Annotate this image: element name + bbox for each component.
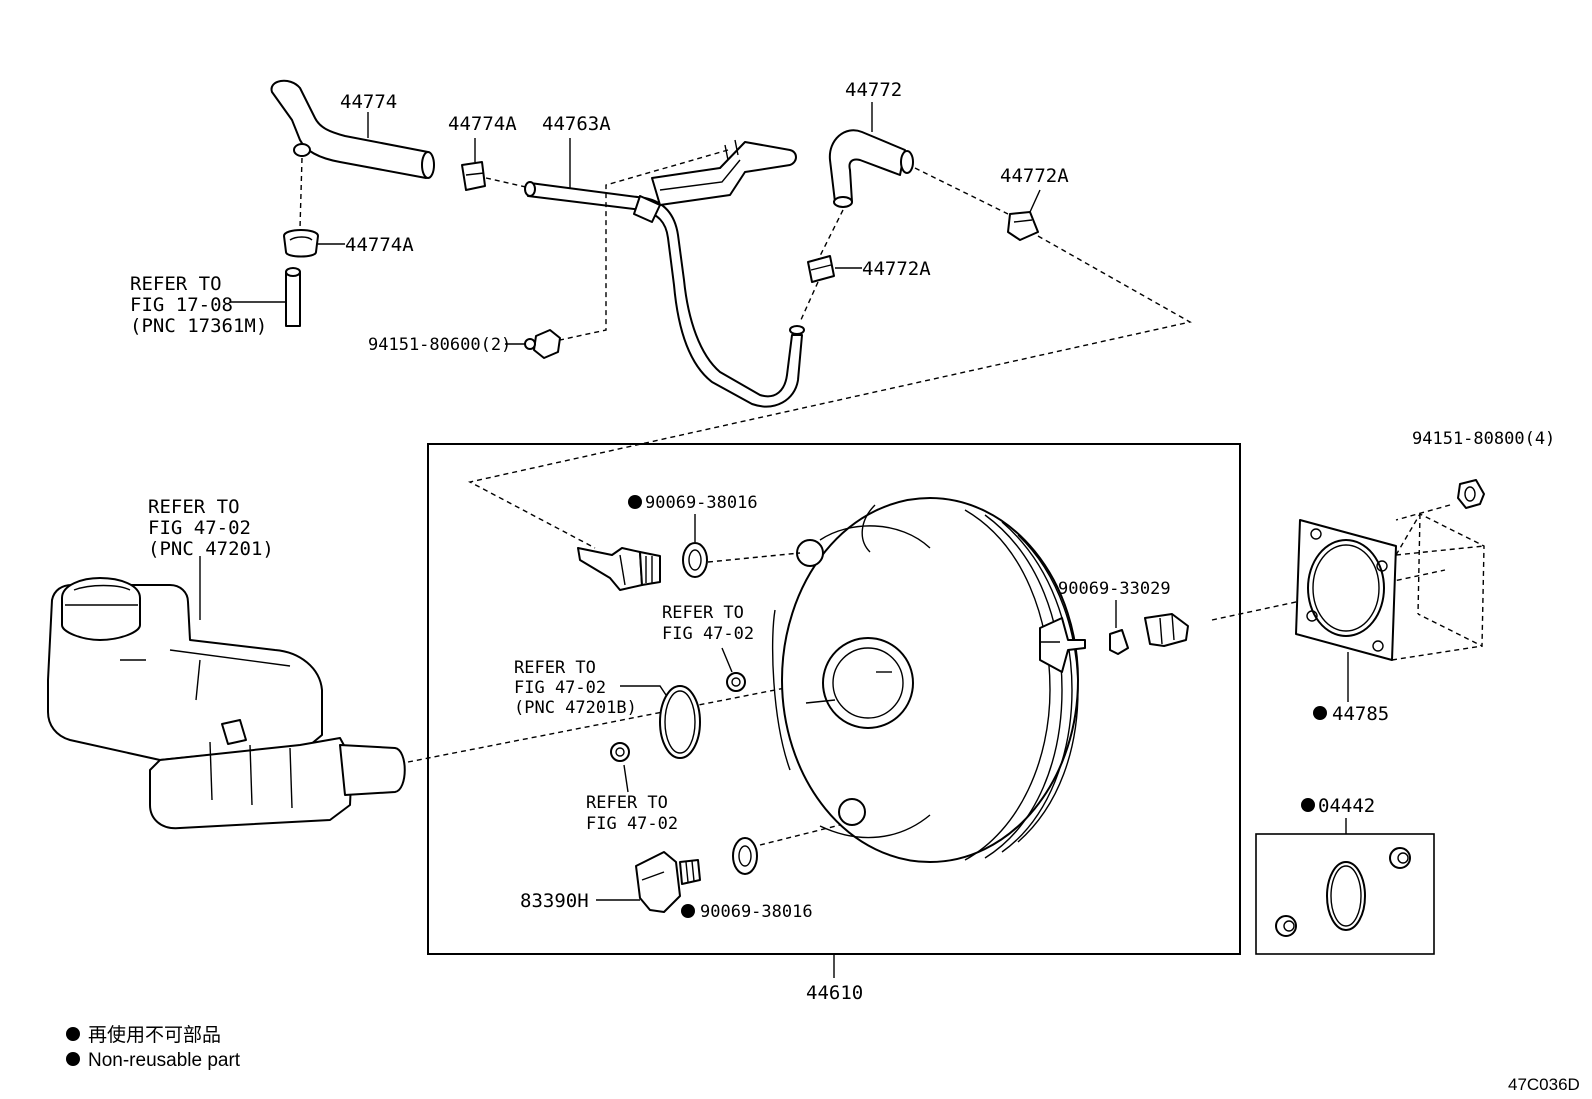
label-83390h: 83390H bbox=[520, 890, 589, 912]
svg-text:REFER TO: REFER TO bbox=[662, 603, 744, 623]
svg-text:REFER TO: REFER TO bbox=[130, 273, 222, 295]
svg-text:FIG 17-08: FIG 17-08 bbox=[130, 294, 233, 316]
grommet-90069-38016-bottom[interactable] bbox=[732, 837, 758, 875]
svg-text:FIG 47-02: FIG 47-02 bbox=[148, 517, 251, 539]
svg-text:(PNC 17361M): (PNC 17361M) bbox=[130, 315, 267, 337]
label-44772: 44772 bbox=[845, 79, 902, 101]
grommet-90069-38016-top[interactable] bbox=[682, 542, 708, 578]
legend-en: Non-reusable part bbox=[88, 1050, 241, 1071]
legend-jp: 再使用不可部品 bbox=[88, 1024, 221, 1046]
clevis-connector[interactable] bbox=[1144, 613, 1189, 647]
non-reusable-dot-44785 bbox=[1313, 706, 1327, 720]
master-cylinder bbox=[47, 577, 406, 830]
label-44774a-side: 44774A bbox=[345, 234, 414, 256]
clamp-44774a-side[interactable] bbox=[283, 229, 319, 258]
svg-text:REFER TO: REFER TO bbox=[148, 496, 240, 518]
label-94151-80600: 94151-80600(2) bbox=[368, 335, 511, 355]
tube-44763a[interactable] bbox=[524, 139, 805, 408]
label-44774: 44774 bbox=[340, 91, 397, 113]
refer-fig-17-08: REFER TO FIG 17-08 (PNC 17361M) bbox=[130, 273, 267, 337]
label-94151-80800: 94151-80800(4) bbox=[1412, 429, 1555, 449]
nut-94151-80800[interactable] bbox=[1457, 479, 1485, 509]
label-44772a-right: 44772A bbox=[1000, 165, 1069, 187]
seal-90069-33029[interactable] bbox=[1109, 629, 1129, 655]
label-90069-38016-top: 90069-38016 bbox=[645, 493, 758, 513]
label-90069-33029[interactable]: 90069-33029 bbox=[1058, 579, 1171, 599]
non-reusable-dot-04442 bbox=[1301, 798, 1315, 812]
refer-fig-47-02-b: REFER TO FIG 47-02 bbox=[586, 793, 678, 834]
svg-text:(PNC 47201): (PNC 47201) bbox=[148, 538, 274, 560]
legend: 再使用不可部品 Non-reusable part bbox=[66, 1024, 241, 1071]
vacuum-sensor-83390h[interactable] bbox=[635, 851, 701, 913]
non-reusable-dot-top bbox=[628, 495, 642, 509]
refer-fig-47-02-a: REFER TO FIG 47-02 bbox=[662, 603, 754, 644]
diagram-code: 47C036D bbox=[1508, 1075, 1580, 1094]
label-04442: 04442 bbox=[1318, 795, 1375, 817]
refer-fig-47-02-pnc-47201: REFER TO FIG 47-02 (PNC 47201) bbox=[148, 496, 274, 560]
stud-47-02-a bbox=[726, 672, 746, 692]
label-44785: 44785 bbox=[1332, 703, 1389, 725]
nut-94151-80600[interactable] bbox=[524, 329, 561, 359]
label-44610: 44610 bbox=[806, 982, 863, 1004]
legend-dot-jp bbox=[66, 1027, 80, 1041]
hose-44772[interactable] bbox=[828, 129, 914, 208]
label-44774a-top: 44774A bbox=[448, 113, 517, 135]
svg-text:REFER TO: REFER TO bbox=[586, 793, 668, 813]
svg-text:FIG 47-02: FIG 47-02 bbox=[662, 624, 754, 644]
non-reusable-dot-bottom bbox=[681, 904, 695, 918]
refer-fig-47-02-pnc-47201b: REFER TO FIG 47-02 (PNC 47201B) bbox=[514, 658, 637, 718]
clamp-44772a-mid[interactable] bbox=[807, 255, 835, 283]
label-44763a: 44763A bbox=[542, 113, 611, 135]
gasket-44785[interactable] bbox=[1295, 519, 1397, 661]
pipe-17361m bbox=[285, 267, 301, 327]
svg-text:(PNC 47201B): (PNC 47201B) bbox=[514, 698, 637, 718]
legend-dot-en bbox=[66, 1052, 80, 1066]
clamp-44774a-top[interactable] bbox=[461, 161, 486, 191]
check-valve-fitting[interactable] bbox=[577, 547, 661, 591]
svg-text:FIG 47-02: FIG 47-02 bbox=[586, 814, 678, 834]
label-44772a-mid: 44772A bbox=[862, 258, 931, 280]
clamp-44772a-right[interactable] bbox=[1007, 211, 1039, 241]
svg-text:FIG 47-02: FIG 47-02 bbox=[514, 678, 606, 698]
kit-04442[interactable] bbox=[1275, 847, 1411, 937]
hose-44774[interactable] bbox=[270, 79, 435, 179]
o-ring-47201b bbox=[659, 685, 701, 759]
svg-text:REFER TO: REFER TO bbox=[514, 658, 596, 678]
stud-47-02-b bbox=[610, 742, 630, 762]
kit-04442-frame bbox=[1255, 833, 1435, 955]
brake-booster-44610[interactable] bbox=[771, 497, 1086, 863]
label-90069-38016-bottom: 90069-38016 bbox=[700, 902, 813, 922]
